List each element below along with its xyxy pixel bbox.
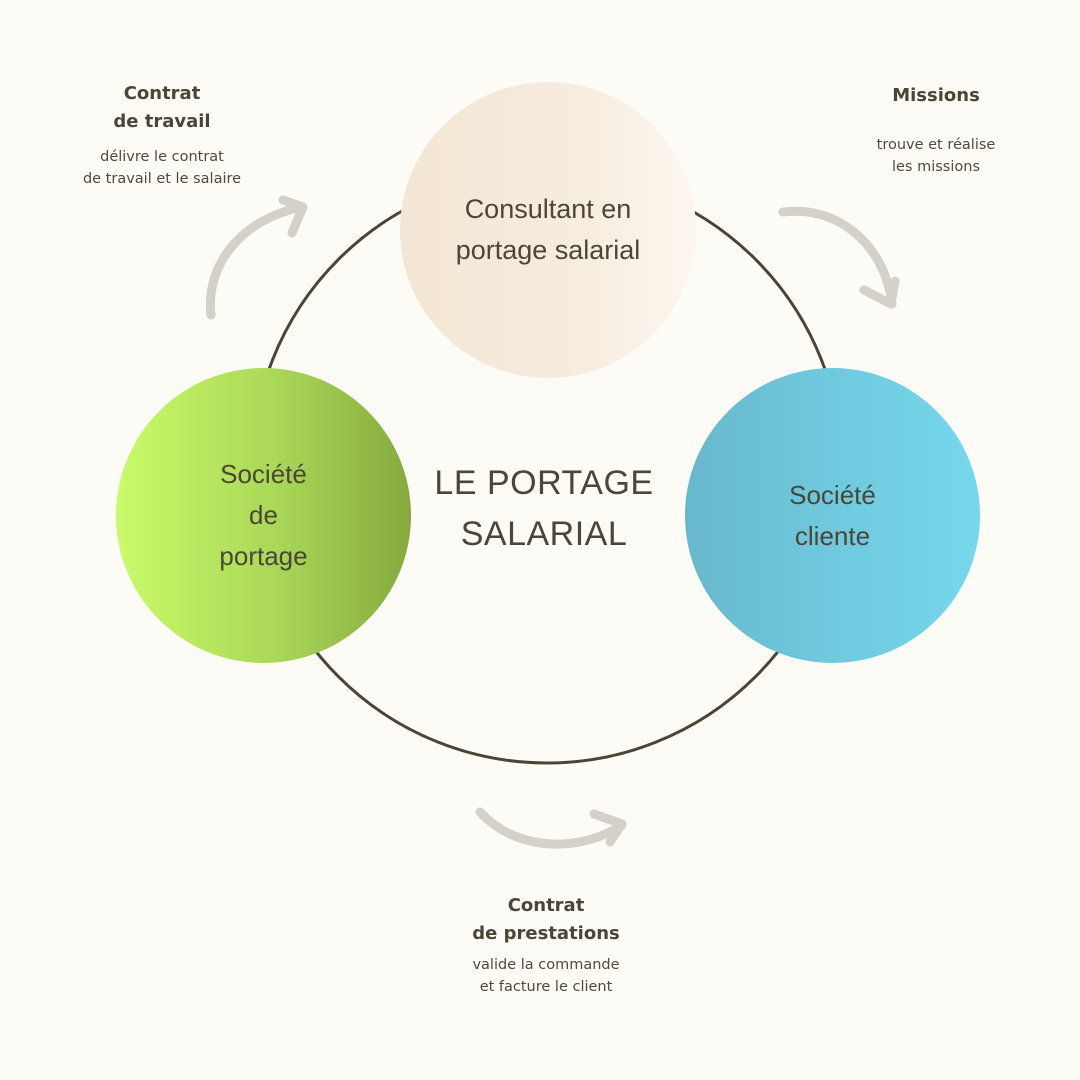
label-contrat-prestations-title: Contrat de prestations [472, 895, 620, 944]
arrow-contrat-prestations [475, 807, 627, 849]
label-contrat-travail: Contrat de travail délivre le contrat de… [62, 80, 262, 190]
node-societe-portage-label: Société de portage [219, 459, 308, 571]
arrow-contrat-travail [205, 195, 308, 320]
label-contrat-travail-description: délivre le contrat de travail et le sala… [82, 149, 242, 187]
node-consultant: Consultant en portage salarial [400, 82, 696, 378]
node-societe-portage: Société de portage [116, 368, 411, 663]
label-contrat-prestations-description: valide la commande et facture le client [472, 957, 620, 995]
node-consultant-label: Consultant en portage salarial [455, 194, 641, 265]
label-missions-description: trouve et réalise les missions [876, 137, 996, 175]
diagram-title: LE PORTAGE SALARIAL [434, 464, 654, 553]
label-missions-title: Missions [892, 85, 980, 106]
label-contrat-travail-title: Contrat de travail [113, 83, 211, 132]
arrow-missions [778, 206, 900, 309]
label-contrat-prestations: Contrat de prestations valide la command… [446, 892, 646, 998]
node-societe-cliente: Société cliente [685, 368, 980, 663]
node-societe-cliente-label: Société cliente [789, 479, 876, 551]
label-missions: Missions trouve et réalise les missions [836, 82, 1036, 178]
